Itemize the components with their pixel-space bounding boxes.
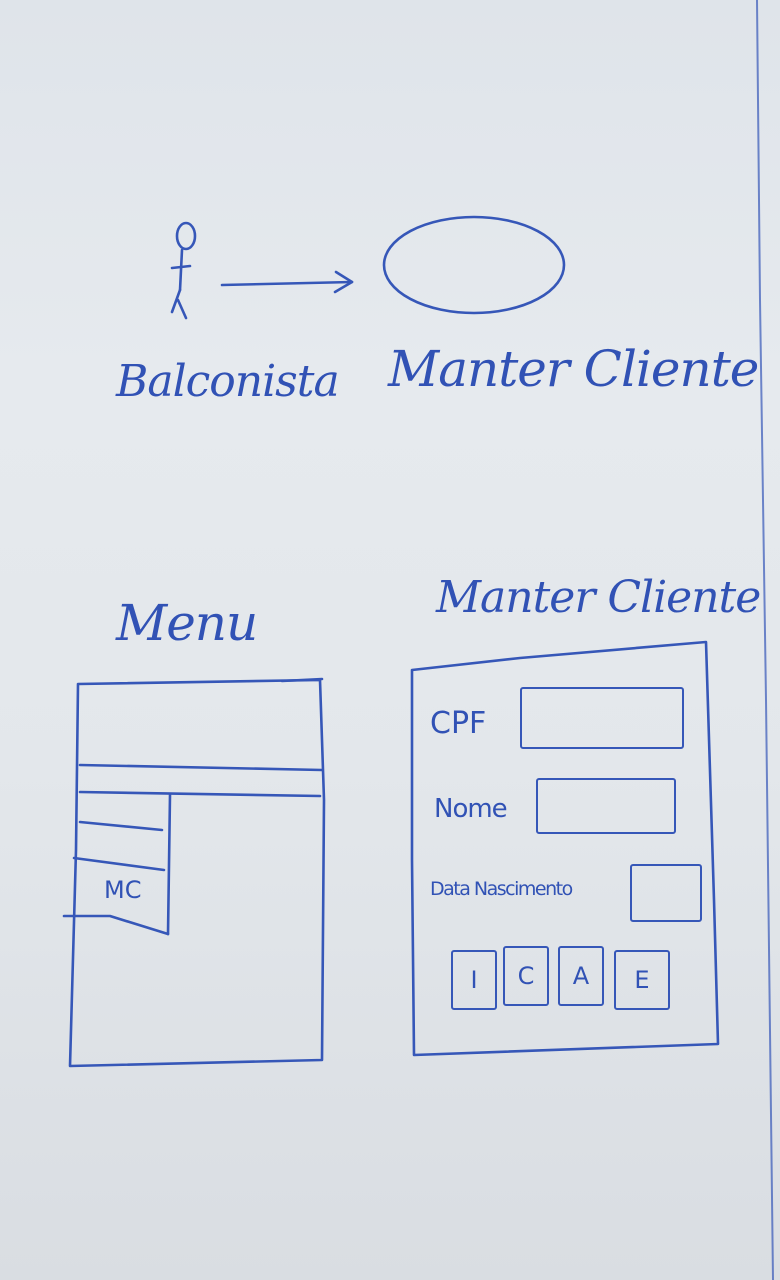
delete-button[interactable]: E [614, 950, 670, 1010]
use-case-label: Manter Cliente [388, 340, 759, 398]
form-screen-frame [410, 640, 720, 1057]
cpf-field[interactable] [520, 687, 684, 749]
data-nascimento-field[interactable] [630, 864, 702, 922]
alter-button[interactable]: A [558, 946, 604, 1006]
use-case-ellipse [382, 215, 566, 315]
menu-item-mc[interactable]: MC [104, 876, 142, 904]
association-arrow [220, 270, 354, 294]
nome-label: Nome [434, 794, 508, 824]
paper-edge-line [756, 0, 774, 1280]
insert-button[interactable]: I [451, 950, 497, 1010]
data-nascimento-label: Data Nascimento [430, 878, 573, 900]
actor-label: Balconista [116, 356, 340, 407]
nome-field[interactable] [536, 778, 676, 834]
menu-screen-frame [62, 677, 326, 1068]
form-title: Manter Cliente [436, 572, 761, 623]
actor-figure [170, 221, 197, 320]
consult-button[interactable]: C [503, 946, 549, 1006]
menu-title: Menu [116, 594, 258, 652]
cpf-label: CPF [430, 706, 487, 741]
